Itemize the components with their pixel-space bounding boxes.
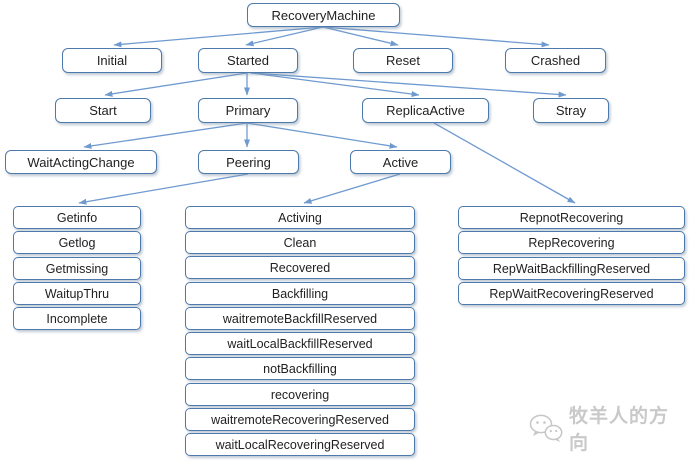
edge-root-started — [245, 26, 324, 47]
node-getmissing: Getmissing — [13, 257, 141, 280]
edge-root-reset — [322, 26, 399, 47]
node-reprecovering: RepRecovering — [458, 231, 685, 254]
node-repwaitrecoveringreserved: RepWaitRecoveringReserved — [458, 282, 685, 305]
edge-primary-waitactingchange — [83, 122, 248, 149]
node-getinfo: Getinfo — [13, 206, 141, 229]
node-activing: Activing — [185, 206, 415, 229]
node-waitremoterecoveringreserved: waitremoteRecoveringReserved — [185, 408, 415, 431]
node-started: Started — [198, 48, 298, 73]
edge-root-crashed — [322, 26, 550, 48]
node-recovered: Recovered — [185, 256, 415, 279]
node-stray: Stray — [533, 98, 609, 123]
node-recovering: recovering — [185, 383, 415, 406]
node-active: Active — [350, 150, 451, 174]
node-waitactingchange: WaitActingChange — [5, 150, 157, 174]
node-primary: Primary — [198, 98, 298, 123]
node-initial: Initial — [62, 48, 162, 73]
node-waitremotebackfillreserved: waitremoteBackfillReserved — [185, 307, 415, 330]
node-clean: Clean — [185, 231, 415, 254]
edge-primary-active — [246, 122, 398, 149]
edge-started-replicaactive — [250, 72, 420, 98]
node-repnotrecovering: RepnotRecovering — [458, 206, 685, 229]
node-reset: Reset — [353, 48, 453, 73]
node-replicaactive: ReplicaActive — [362, 98, 489, 123]
node-waitlocalrecoveringreserved: waitLocalRecoveringReserved — [185, 433, 415, 456]
node-notbackfilling: notBackfilling — [185, 357, 415, 380]
edge-peering-getinfo — [78, 173, 249, 205]
edge-replicaactive-repnotrecovering — [433, 122, 576, 204]
node-start: Start — [55, 98, 151, 123]
node-recoverymachine: RecoveryMachine — [247, 3, 400, 27]
node-getlog: Getlog — [13, 231, 141, 254]
edge-root-initial — [113, 26, 324, 48]
edge-started-start — [104, 72, 248, 97]
edge-started-stray — [250, 72, 567, 98]
node-backfilling: Backfilling — [185, 282, 415, 305]
node-waitupthru: WaitupThru — [13, 282, 141, 305]
edge-active-activing — [303, 173, 401, 204]
watermark-text: 牧羊人的方向 — [569, 406, 670, 454]
node-crashed: Crashed — [505, 48, 606, 73]
node-peering: Peering — [198, 150, 299, 174]
node-incomplete: Incomplete — [13, 307, 141, 330]
watermark: 牧羊人的方向 — [528, 406, 688, 454]
node-repwaitbackfillingreserved: RepWaitBackfillingReserved — [458, 257, 685, 280]
node-waitlocalbackfillreserved: waitLocalBackfillReserved — [185, 332, 415, 355]
wechat-icon — [528, 413, 564, 443]
